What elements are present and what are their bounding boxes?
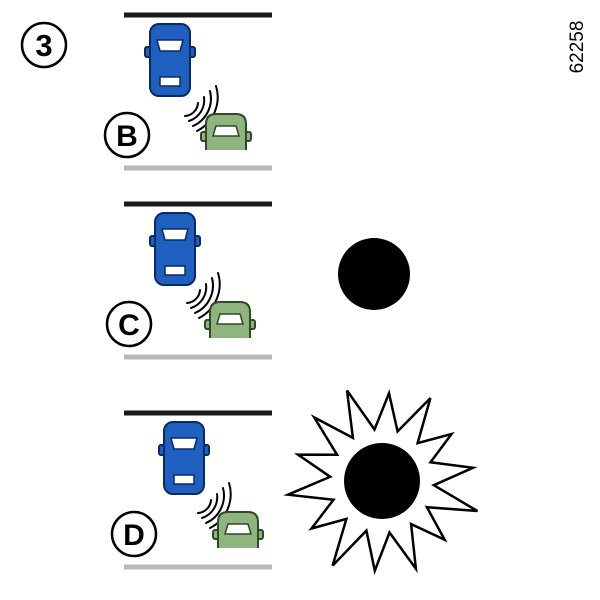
panel-label-d: D: [123, 519, 145, 552]
sensor-waves: [197, 482, 232, 529]
panel-d: D: [110, 389, 479, 576]
ego-car: [158, 421, 210, 495]
panel-b: B: [103, 12, 272, 171]
step-number-badge: 3: [20, 21, 68, 69]
adjacent-car: [212, 511, 264, 548]
ego-car: [149, 212, 201, 286]
sensor-waves: [186, 272, 221, 319]
panel-c: C: [105, 201, 410, 360]
step-number: 3: [35, 28, 52, 63]
ego-car: [144, 23, 196, 97]
warning-light-solid: [338, 238, 410, 310]
warning-light-flashing: [283, 389, 479, 576]
panel-label-b: B: [116, 120, 138, 153]
sensor-waves: [184, 85, 219, 132]
adjacent-car: [204, 301, 256, 338]
reference-code: 62258: [567, 21, 588, 74]
panel-label-c: C: [118, 309, 140, 342]
adjacent-car: [200, 113, 252, 150]
